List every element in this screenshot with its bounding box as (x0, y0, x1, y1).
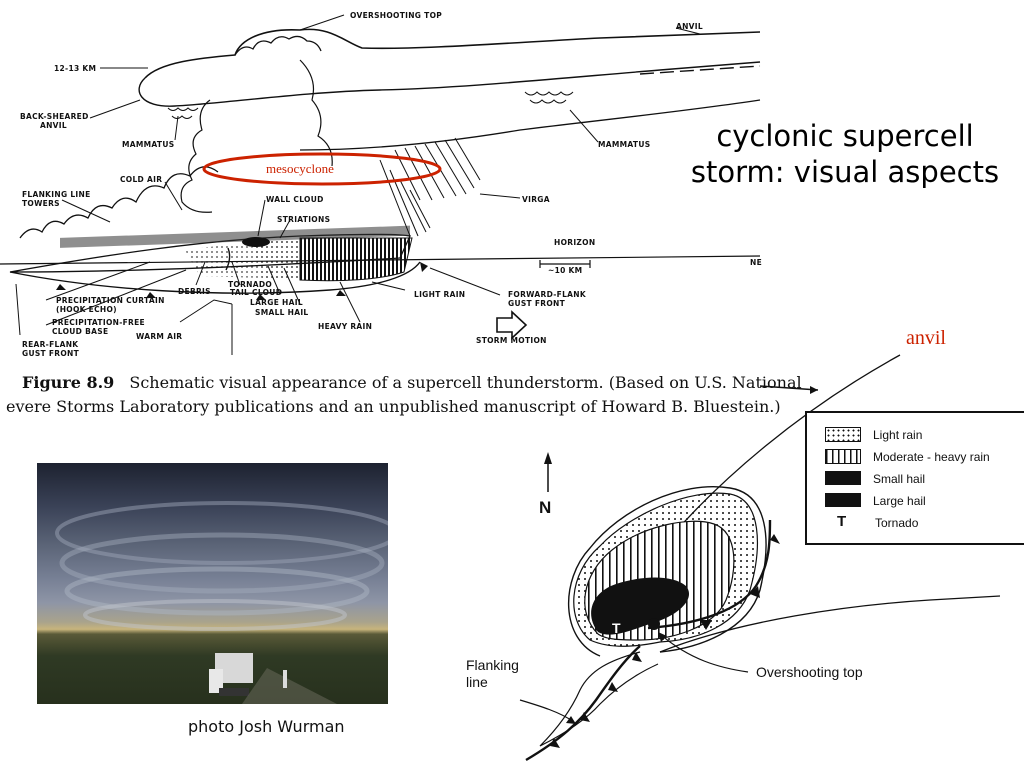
figure-caption-line2: evere Storms Laboratory publications and… (6, 397, 781, 416)
label-tornado-1: TORNADO (228, 280, 273, 289)
caption-arrow (759, 385, 819, 391)
label-mammatus-right: MAMMATUS (598, 140, 651, 149)
label-precip-free-1: PRECIPITATION-FREE (52, 318, 145, 327)
legend-symbol-tornado: T (837, 513, 847, 530)
anvil-label: anvil (906, 327, 946, 349)
anvil-underside (299, 99, 761, 151)
label-precip-free-2: CLOUD BASE (52, 327, 109, 336)
plan-flanking-label-1: Flanking (466, 657, 519, 673)
figure-caption-text1: Schematic visual appearance of a superce… (129, 373, 802, 392)
label-back-sheared-1: BACK-SHEARED (20, 112, 89, 121)
anvil-dashes (639, 65, 761, 75)
label-cold-air: COLD AIR (120, 175, 163, 184)
label-mammatus-left: MAMMATUS (122, 140, 175, 149)
legend-label-heavy-rain: Moderate - heavy rain (873, 450, 990, 464)
overshooting-top-circle (648, 618, 660, 630)
north-arrowhead (544, 452, 552, 464)
scale-bar (539, 260, 591, 268)
storm-photo (37, 463, 388, 704)
plan-overshooting-label: Overshooting top (756, 664, 863, 680)
mammatus-right (524, 91, 574, 104)
storm-motion-arrow (496, 310, 528, 340)
light-rain-shaft (250, 238, 300, 280)
flanking-line-cloud (539, 651, 659, 747)
legend-swatch-large-hail (825, 493, 861, 507)
rain-shaft (299, 237, 413, 282)
figure-label: Figure 8.9 (22, 373, 115, 392)
label-warm-air: WARM AIR (136, 332, 183, 341)
label-large-hail: LARGE HAIL (250, 298, 303, 307)
wall-cloud (242, 237, 270, 247)
legend-label-large-hail: Large hail (873, 494, 926, 508)
horizon-line (0, 255, 761, 265)
supercell-bands (55, 501, 388, 704)
plan-tornado-marker: T (612, 620, 621, 636)
label-rear-flank-2: GUST FRONT (22, 349, 80, 358)
leader-lines (15, 14, 701, 355)
cloud-base-shade (60, 225, 410, 248)
photo-credit: photo Josh Wurman (188, 717, 345, 736)
figure-caption-line1: Figure 8.9 Schematic visual appearance o… (22, 373, 802, 392)
label-debris: DEBRIS (178, 287, 211, 296)
overshooting-leader (659, 633, 749, 673)
legend-label-tornado: Tornado (875, 516, 919, 530)
label-virga: VIRGA (522, 195, 550, 204)
anvil-bumps (234, 35, 322, 56)
forward-flank-front (647, 519, 772, 630)
schematic-drawing (0, 14, 819, 394)
label-height: 12-13 KM (54, 64, 97, 73)
title-line-1: cyclonic supercell (716, 119, 974, 153)
legend-swatch-heavy-rain (825, 449, 861, 464)
label-heavy-rain: HEAVY RAIN (318, 322, 373, 331)
label-striations: STRIATIONS (277, 215, 331, 224)
flanking-leader (519, 699, 575, 723)
flanking-leader-head (566, 716, 576, 724)
legend-swatch-light-rain (825, 427, 861, 442)
overshooting-leader-head (658, 632, 667, 642)
forward-flank-teeth (700, 534, 780, 630)
mesocyclone-ring (202, 152, 442, 186)
anvil-outline-lower (659, 595, 1001, 653)
label-tornado-2: TAIL CLOUD (230, 288, 283, 297)
tornado-funnel (225, 247, 231, 271)
label-anvil: ANVIL (676, 22, 703, 31)
label-storm-motion: STORM MOTION (476, 336, 547, 345)
label-forward-flank-2: GUST FRONT (508, 299, 566, 308)
label-flanking-2: TOWERS (22, 199, 60, 208)
main-tower (180, 59, 333, 213)
label-back-sheared-2: ANVIL (40, 121, 67, 130)
mesocyclone-label: mesocyclone (266, 161, 334, 176)
plan-flanking-label-2: line (466, 674, 488, 690)
back-sheared-anvil (138, 61, 761, 107)
label-ne: NE (750, 258, 763, 267)
label-precip-curtain-2: (HOOK ECHO) (56, 305, 117, 314)
label-wall-cloud: WALL CLOUD (266, 195, 324, 204)
label-overshooting-top: OVERSHOOTING TOP (350, 11, 443, 20)
anvil-outline (144, 28, 761, 79)
title-line-2: storm: visual aspects (690, 155, 1000, 189)
storm-envelope (567, 486, 767, 657)
slide-title: cyclonic supercell storm: visual aspects (660, 118, 1024, 190)
label-precip-curtain-1: PRECIPITATION CURTAIN (56, 296, 165, 305)
mammatus-left (167, 107, 199, 119)
legend-swatch-small-hail (825, 471, 861, 485)
label-small-hail: SMALL HAIL (255, 308, 309, 317)
flanking-line (19, 166, 219, 239)
precip-curtain (185, 242, 262, 278)
caption-arrowhead (810, 386, 818, 394)
legend-label-small-hail: Small hail (873, 472, 926, 486)
label-scale: ~10 KM (548, 266, 583, 275)
legend-label-light-rain: Light rain (873, 428, 923, 442)
hail-core (591, 577, 690, 635)
label-light-rain: LIGHT RAIN (414, 290, 466, 299)
label-flanking-1: FLANKING LINE (22, 190, 91, 199)
label-rear-flank-1: REAR-FLANK (22, 340, 79, 349)
plan-north-label: N (539, 498, 552, 517)
legend-box: Light rain Moderate - heavy rain Small h… (805, 411, 1024, 545)
virga-streaks (379, 137, 481, 237)
gust-front (9, 261, 421, 294)
label-forward-flank-1: FORWARD-FLANK (508, 290, 586, 299)
label-horizon: HORIZON (554, 238, 596, 247)
